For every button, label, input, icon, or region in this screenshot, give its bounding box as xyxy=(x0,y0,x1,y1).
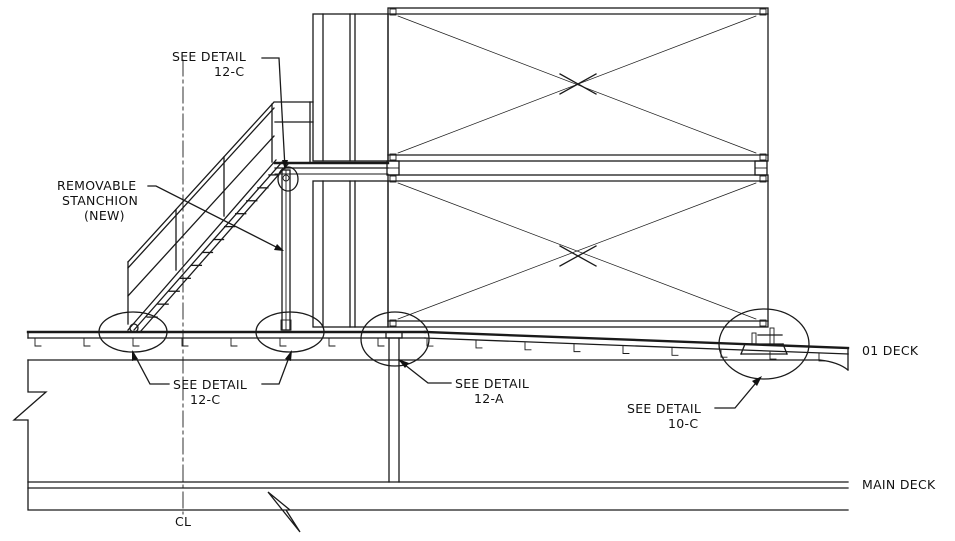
detail-callout-circles xyxy=(98,166,810,380)
stair-handrail xyxy=(127,101,275,325)
deck-stiffener xyxy=(230,338,238,347)
deck-stiffener xyxy=(83,338,91,347)
label-line: SEE DETAIL xyxy=(172,49,246,64)
label-line: REMOVABLE xyxy=(57,178,136,193)
label-line: 10-C xyxy=(668,416,698,431)
label-main-deck: MAIN DECK xyxy=(862,477,936,492)
main-deck xyxy=(27,481,849,489)
container-upper xyxy=(387,7,769,162)
leader-lines xyxy=(132,57,762,409)
foundation-10c xyxy=(740,327,788,355)
deck-stiffener xyxy=(132,338,140,347)
deck-stiffener xyxy=(769,351,777,360)
label-centerline: CL xyxy=(175,514,191,529)
label-line: 12-A xyxy=(474,391,504,406)
deck-stiffener xyxy=(328,338,336,347)
deck-stiffener xyxy=(720,349,728,358)
label-removable-stanchion: REMOVABLE STANCHION (NEW) xyxy=(57,178,138,223)
label-line: SEE DETAIL xyxy=(173,377,247,392)
deck-stiffener xyxy=(622,346,630,354)
label-see-detail-12c-top: SEE DETAIL 12-C xyxy=(172,49,246,79)
stair-foot-pin xyxy=(123,323,147,333)
label-see-detail-12c-bottom: SEE DETAIL 12-C xyxy=(173,377,247,407)
platform xyxy=(273,101,390,175)
deck-stiffeners xyxy=(34,338,826,362)
label-line: STANCHION xyxy=(62,193,138,208)
deck-stiffener xyxy=(181,338,189,347)
deck-stiffener xyxy=(671,347,679,356)
deck-stiffener xyxy=(524,342,532,351)
deck-stiffener xyxy=(573,344,581,353)
deck-stiffener xyxy=(377,338,385,347)
deck-stiffener xyxy=(34,338,42,347)
break-lines xyxy=(12,359,849,533)
label-01-deck: 01 DECK xyxy=(862,343,919,358)
container-end-panels xyxy=(312,13,389,328)
label-line: (NEW) xyxy=(84,208,125,223)
deck-stiffener xyxy=(475,340,483,349)
label-line: SEE DETAIL xyxy=(627,401,701,416)
label-line: 12-C xyxy=(214,64,244,79)
label-line: SEE DETAIL xyxy=(455,376,529,391)
deck-stiffener xyxy=(818,353,826,362)
deck-stiffener xyxy=(279,338,287,347)
deck-stiffener xyxy=(426,338,434,347)
twistlock-connectors xyxy=(386,160,768,176)
label-see-detail-12a: SEE DETAIL 12-A xyxy=(455,376,529,406)
deck-pillar xyxy=(385,331,403,483)
label-see-detail-10c: SEE DETAIL 10-C xyxy=(627,401,701,431)
label-line: 12-C xyxy=(190,392,220,407)
deck-01 xyxy=(26,330,850,371)
container-lower xyxy=(387,174,769,328)
